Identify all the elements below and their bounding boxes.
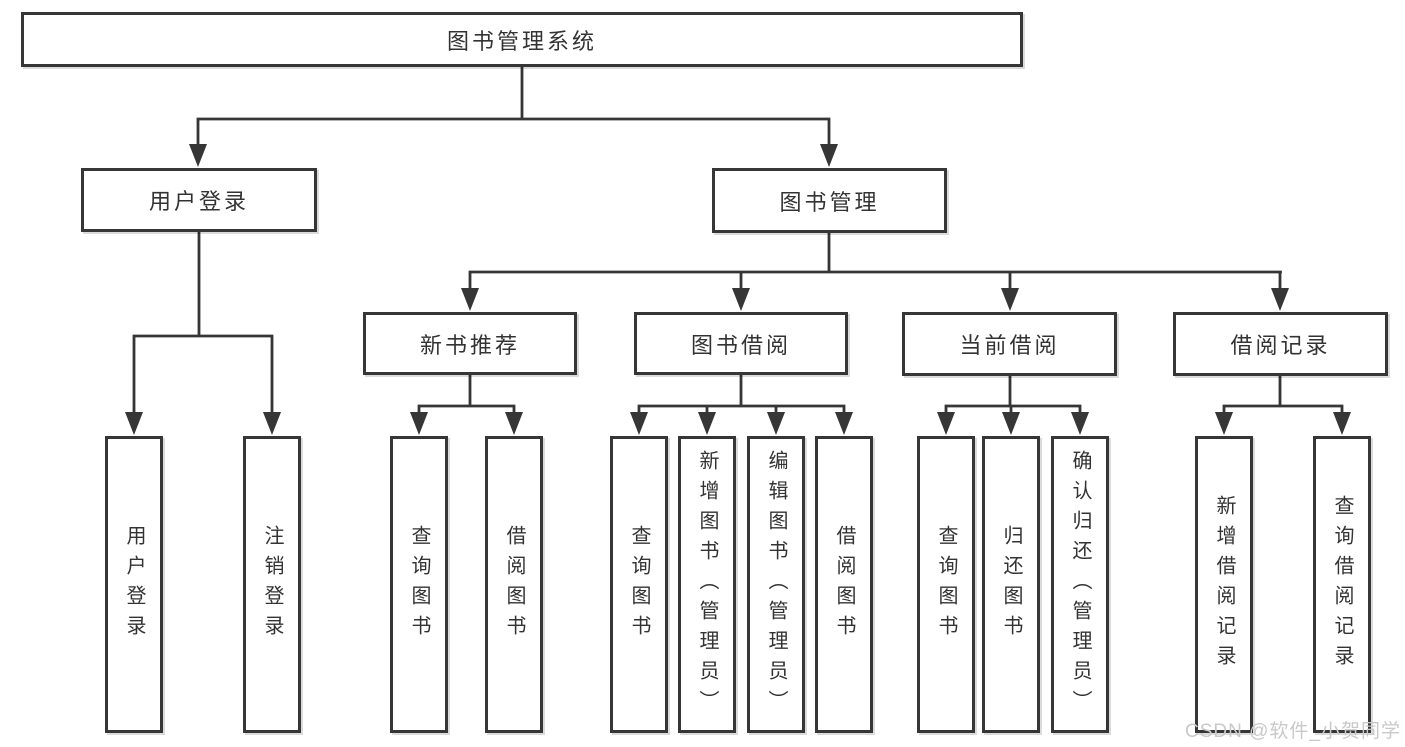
node-library-management-system-label: 图书管理系统: [446, 28, 597, 54]
leaf-borrow-books-label: 借阅图书: [833, 524, 855, 645]
leaf-query-books-borrow-label: 查询图书: [628, 524, 650, 645]
node-user-login-label: 用户登录: [148, 189, 249, 214]
node-book-management-label: 图书管理: [779, 189, 880, 215]
leaf-confirm-return-admin: 确认归还（管理员）: [1051, 436, 1109, 733]
node-borrow-records-label: 借阅记录: [1230, 333, 1331, 358]
leaf-borrow-books-recommend-label: 借阅图书: [503, 524, 525, 645]
node-current-borrow: 当前借阅: [902, 312, 1117, 376]
leaf-borrow-books-recommend: 借阅图书: [485, 436, 543, 733]
leaf-return-books-label: 归还图书: [1000, 524, 1022, 645]
leaf-add-borrow-record-label: 新增借阅记录: [1213, 494, 1235, 675]
leaf-query-books-borrow: 查询图书: [610, 436, 668, 733]
leaf-logout-label: 注销登录: [261, 524, 283, 645]
leaf-query-books-recommend: 查询图书: [390, 436, 448, 733]
leaf-borrow-books: 借阅图书: [815, 436, 873, 733]
leaf-query-borrow-record: 查询借阅记录: [1313, 436, 1371, 733]
leaf-confirm-return-admin-label: 确认归还（管理员）: [1069, 449, 1091, 720]
leaf-add-book-admin: 新增图书（管理员）: [678, 436, 736, 733]
node-book-borrow-label: 图书借阅: [690, 332, 791, 358]
node-current-borrow-label: 当前借阅: [959, 333, 1060, 358]
leaf-query-borrow-record-label: 查询借阅记录: [1331, 494, 1353, 675]
leaf-edit-book-admin: 编辑图书（管理员）: [747, 436, 805, 733]
node-new-book-recommend: 新书推荐: [363, 312, 577, 375]
leaf-add-book-admin-label: 新增图书（管理员）: [696, 449, 718, 720]
leaf-add-borrow-record: 新增借阅记录: [1195, 436, 1253, 733]
leaf-return-books: 归还图书: [982, 436, 1040, 733]
leaf-query-books-current-label: 查询图书: [935, 524, 957, 645]
leaf-query-books-recommend-label: 查询图书: [408, 524, 430, 645]
leaf-logout: 注销登录: [243, 436, 301, 733]
connector-paths: [132, 65, 1344, 415]
node-new-book-recommend-label: 新书推荐: [419, 332, 520, 358]
leaf-user-login-label: 用户登录: [123, 524, 145, 645]
node-borrow-records: 借阅记录: [1173, 312, 1388, 376]
node-book-borrow: 图书借阅: [634, 312, 848, 375]
leaf-edit-book-admin-label: 编辑图书（管理员）: [765, 449, 787, 720]
arrowheads: [125, 144, 1351, 435]
watermark: CSDN @软件_小贺同学: [1185, 721, 1401, 742]
node-book-management: 图书管理: [712, 168, 947, 233]
node-user-login: 用户登录: [81, 168, 317, 232]
leaf-user-login: 用户登录: [105, 436, 163, 733]
leaf-query-books-current: 查询图书: [917, 436, 975, 733]
node-library-management-system: 图书管理系统: [21, 12, 1023, 67]
